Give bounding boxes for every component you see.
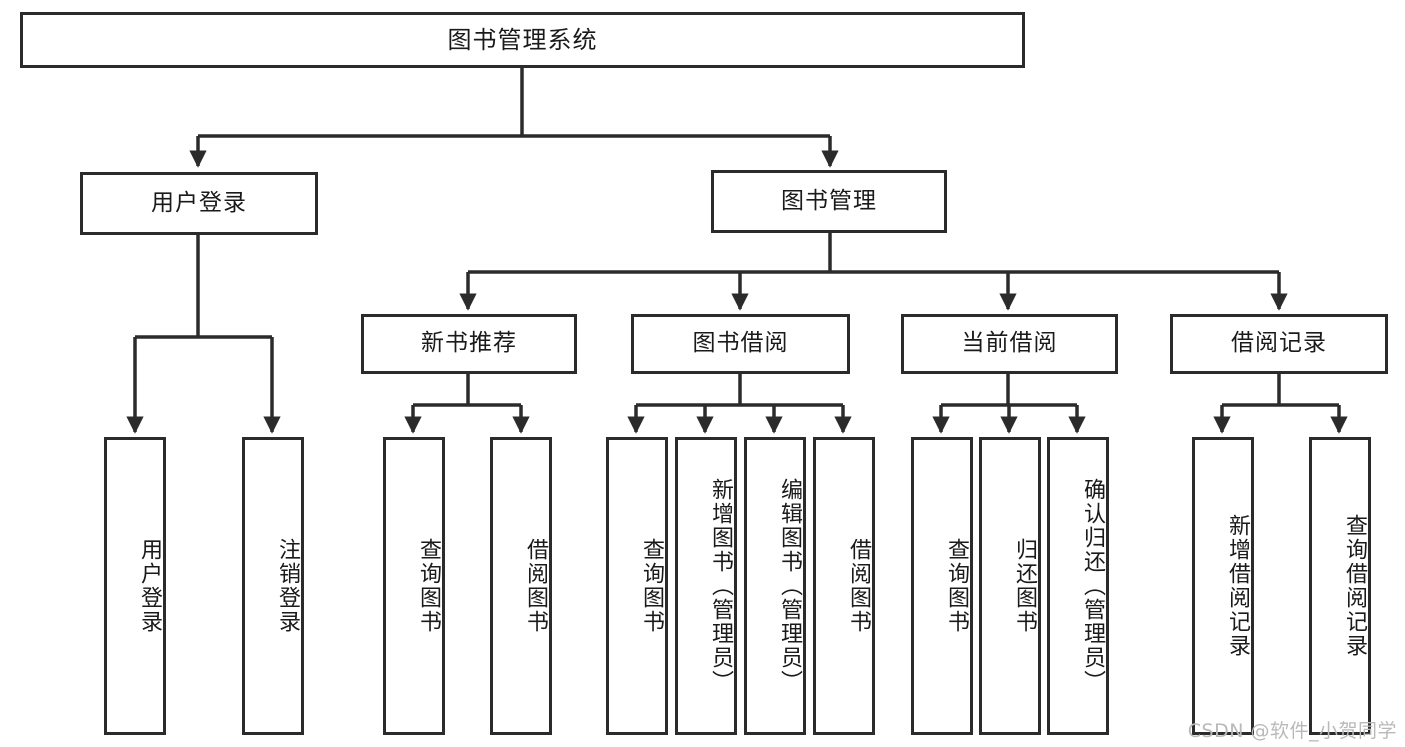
node-book-borrow[interactable]: 图书借阅 — [631, 314, 850, 374]
node-new-book-recommend[interactable]: 新书推荐 — [361, 314, 577, 374]
node-leaf-query-record[interactable]: 查询借阅记录 — [1309, 437, 1371, 735]
node-root[interactable]: 图书管理系统 — [20, 12, 1025, 68]
node-leaf-user-login[interactable]: 用户登录 — [104, 437, 166, 735]
node-borrow-record-label: 借阅记录 — [1231, 330, 1327, 357]
node-leaf-confirm-return-label: 确认归还（管理员） — [1080, 478, 1105, 694]
node-book-manage-label: 图书管理 — [781, 187, 877, 214]
node-leaf-add-book[interactable]: 新增图书（管理员） — [675, 437, 737, 735]
node-leaf-edit-book-label: 编辑图书（管理员） — [777, 478, 802, 694]
node-leaf-query-book-3[interactable]: 查询图书 — [911, 437, 973, 735]
node-leaf-query-record-label: 查询借阅记录 — [1342, 514, 1367, 658]
node-leaf-user-logout[interactable]: 注销登录 — [242, 437, 304, 735]
node-user-login-label: 用户登录 — [151, 189, 247, 216]
node-leaf-borrow-book-2[interactable]: 借阅图书 — [813, 437, 875, 735]
node-book-borrow-label: 图书借阅 — [692, 330, 789, 357]
node-leaf-add-book-label: 新增图书（管理员） — [708, 478, 733, 694]
node-leaf-borrow-book-1-label: 借阅图书 — [523, 538, 548, 634]
node-leaf-return-book-label: 归还图书 — [1012, 538, 1037, 634]
node-leaf-query-book-2-label: 查询图书 — [639, 538, 664, 634]
node-new-book-recommend-label: 新书推荐 — [421, 330, 517, 357]
node-leaf-borrow-book-2-label: 借阅图书 — [846, 538, 871, 634]
node-leaf-query-book-3-label: 查询图书 — [944, 538, 969, 634]
node-leaf-borrow-book-1[interactable]: 借阅图书 — [490, 437, 552, 735]
node-current-borrow-label: 当前借阅 — [961, 330, 1058, 357]
node-leaf-confirm-return[interactable]: 确认归还（管理员） — [1047, 437, 1109, 735]
csdn-watermark: CSDN @软件_小贺同学 — [1187, 720, 1397, 742]
node-borrow-record[interactable]: 借阅记录 — [1170, 314, 1388, 374]
node-user-login[interactable]: 用户登录 — [80, 172, 318, 235]
node-leaf-user-login-label: 用户登录 — [137, 538, 162, 634]
node-leaf-add-record[interactable]: 新增借阅记录 — [1192, 437, 1254, 735]
node-leaf-query-book-2[interactable]: 查询图书 — [606, 437, 668, 735]
node-root-label: 图书管理系统 — [447, 25, 598, 54]
node-leaf-edit-book[interactable]: 编辑图书（管理员） — [744, 437, 806, 735]
node-leaf-query-book-1[interactable]: 查询图书 — [383, 437, 445, 735]
node-current-borrow[interactable]: 当前借阅 — [901, 314, 1118, 374]
node-leaf-query-book-1-label: 查询图书 — [416, 538, 441, 634]
node-leaf-return-book[interactable]: 归还图书 — [979, 437, 1041, 735]
node-leaf-user-logout-label: 注销登录 — [275, 538, 300, 634]
node-book-manage[interactable]: 图书管理 — [711, 170, 947, 233]
node-leaf-add-record-label: 新增借阅记录 — [1225, 514, 1250, 658]
